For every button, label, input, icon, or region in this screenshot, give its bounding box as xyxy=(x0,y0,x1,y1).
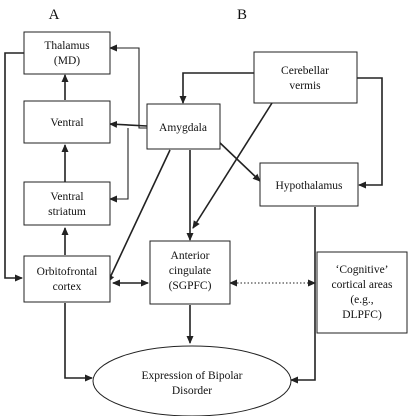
node-thalamus-line-1: Thalamus xyxy=(44,40,90,52)
node-cognitive-line-1: ‘Cognitive’ xyxy=(335,264,388,276)
node-hypothalamus: Hypothalamus xyxy=(259,162,359,207)
node-ventral-line-1: Ventral xyxy=(50,117,83,129)
panel-label-b: B xyxy=(237,7,247,23)
edge-amygdala-to-ventral xyxy=(109,120,148,128)
node-cerebellar-vermis-line-2: vermis xyxy=(289,80,321,92)
edge-hypothalamus-to-expression xyxy=(290,207,316,384)
edge-amygdala-to-thalamus xyxy=(109,44,147,129)
node-expression-line-1: Expression of Bipolar xyxy=(142,370,243,382)
node-thalamus: Thalamus (MD) xyxy=(23,31,111,75)
node-anterior-cingulate: Anterior cingulate (SGPFC) xyxy=(149,240,231,305)
edge-orbitofrontal-to-expression xyxy=(64,303,93,382)
edge-amygdala-to-hypothalamus xyxy=(217,140,261,182)
node-expression-line-2: Disorder xyxy=(172,385,212,397)
edge-amygdala-to-ventral-striatum xyxy=(109,128,129,203)
edge-amygdala-to-orbitofrontal xyxy=(107,149,171,283)
node-cerebellar-vermis: Cerebellar vermis xyxy=(253,51,358,104)
edge-cerebellar-to-hypothalamus xyxy=(357,77,383,189)
node-anterior-cingulate-line-3: (SGPFC) xyxy=(169,280,212,292)
node-ventral-striatum-line-1: Ventral xyxy=(50,191,83,203)
node-ventral: Ventral xyxy=(23,100,111,144)
edge-cerebellar-to-anterior-cingulate xyxy=(192,102,273,229)
edge-thalamus-to-orbitofrontal xyxy=(4,52,24,282)
node-orbitofrontal-line-1: Orbitofrontal xyxy=(37,266,98,278)
node-cognitive-line-2: cortical areas xyxy=(332,279,393,291)
node-ventral-striatum-line-2: striatum xyxy=(48,206,86,218)
node-ventral-striatum: Ventral striatum xyxy=(23,181,111,226)
node-amygdala: Amygdala xyxy=(146,103,221,150)
node-cognitive-cortical-areas: ‘Cognitive’ cortical areas (e.g., DLPFC) xyxy=(316,251,408,334)
node-cognitive-line-4: DLPFC) xyxy=(342,309,382,321)
edge-cerebellar-to-amygdala xyxy=(179,72,254,104)
node-expression-bipolar-disorder: Expression of Bipolar Disorder xyxy=(92,345,292,416)
node-cerebellar-vermis-line-1: Cerebellar xyxy=(281,65,329,77)
node-anterior-cingulate-line-1: Anterior xyxy=(171,250,210,262)
node-thalamus-line-2: (MD) xyxy=(54,55,80,67)
node-anterior-cingulate-line-2: cingulate xyxy=(169,265,211,277)
node-orbitofrontal: Orbitofrontal cortex xyxy=(23,255,111,303)
node-hypothalamus-line-1: Hypothalamus xyxy=(275,180,343,192)
node-orbitofrontal-line-2: cortex xyxy=(53,281,82,293)
edges xyxy=(4,44,383,384)
node-amygdala-line-1: Amygdala xyxy=(159,122,207,134)
panel-label-a: A xyxy=(49,7,60,23)
node-cognitive-line-3: (e.g., xyxy=(350,294,373,306)
